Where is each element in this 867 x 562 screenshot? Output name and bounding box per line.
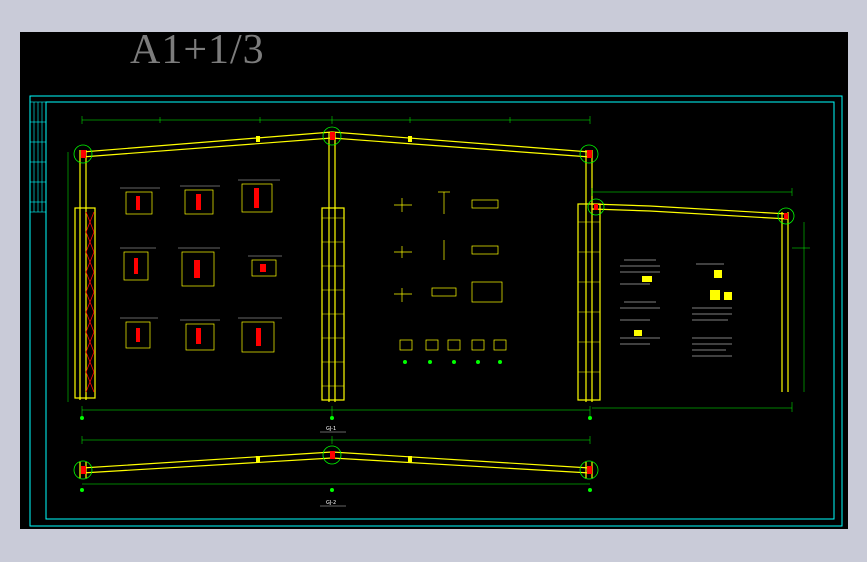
secondary-frame-elevation: [587, 188, 810, 412]
drawing-sheet: GJ-1: [29, 95, 843, 527]
joint-detail-group-left: [123, 183, 277, 353]
frame-title-main: GJ-1: [326, 426, 336, 432]
left-title-strip: [29, 101, 47, 213]
joint-detail-white-lines: [120, 179, 282, 321]
middle-column: [321, 132, 345, 402]
left-column-bracing: [85, 211, 95, 393]
roof-frame-elevation: GJ-2: [73, 436, 599, 507]
right-column: [577, 150, 601, 402]
sheet-size-label: A1+1/3: [130, 32, 265, 73]
design-notes: [620, 259, 732, 357]
cad-viewport[interactable]: A1+1/3: [20, 32, 848, 529]
sheet-outer-border: [29, 95, 843, 527]
left-column: [74, 150, 96, 400]
main-frame-elevation: GJ-1: [67, 116, 601, 433]
sheet-inner-border: [45, 101, 835, 520]
middle-column-ties: [322, 217, 344, 387]
frame-title-roof: GJ-2: [326, 500, 336, 506]
joint-details: [73, 126, 599, 164]
joint-detail-red-plates: [134, 188, 266, 346]
section-details: [394, 191, 507, 351]
